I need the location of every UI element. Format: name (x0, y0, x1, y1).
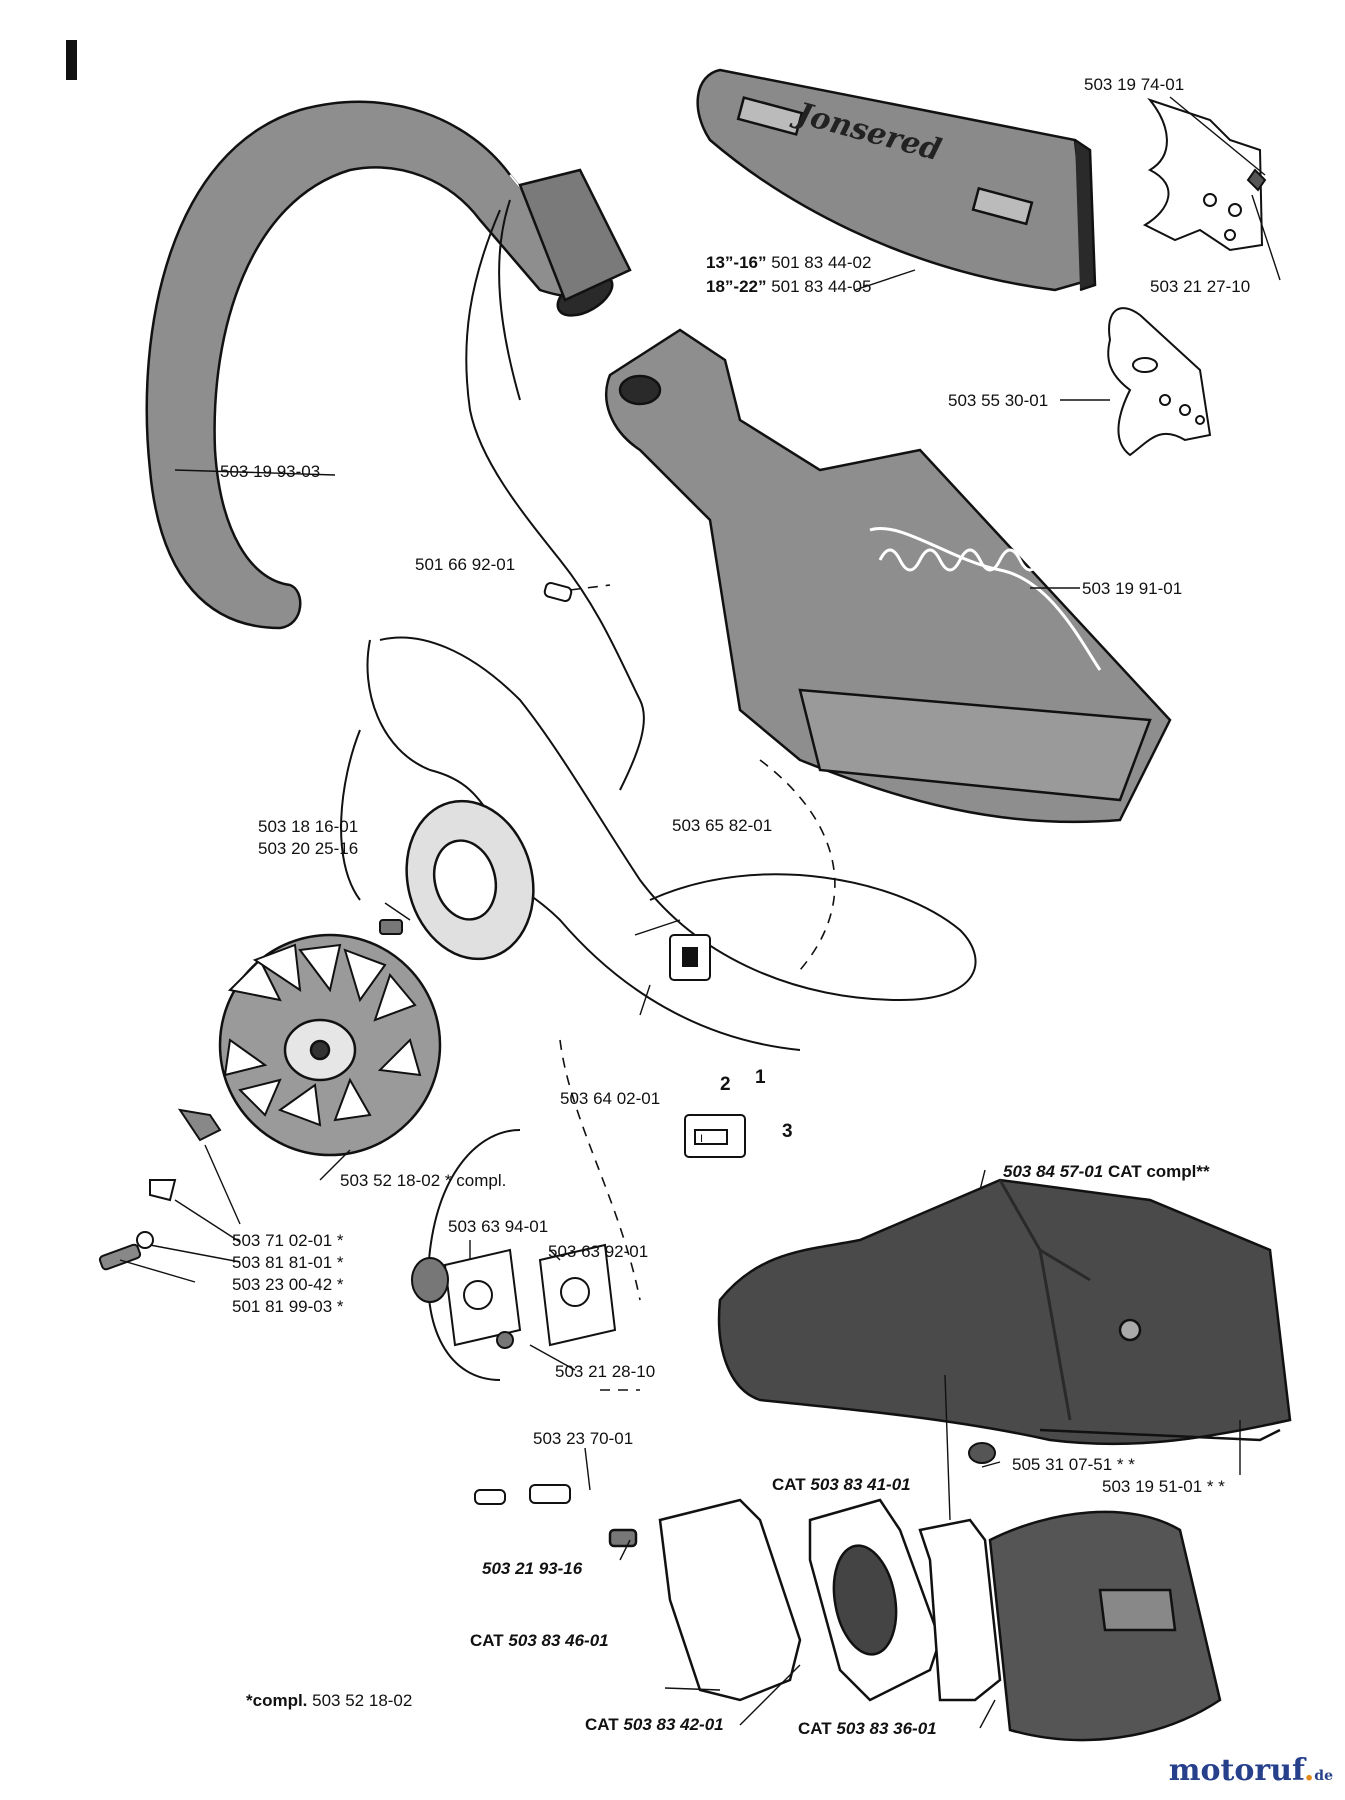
label-503-19-91-01: 503 19 91-01 (1082, 579, 1183, 598)
size-18-22: 18”-22” (706, 277, 767, 296)
label-guard-18-22: 18”-22” 501 83 44-05 (706, 278, 871, 295)
part-503-84-57-01: 503 84 57-01 (1003, 1162, 1104, 1181)
label-503-21-27-10: 503 21 27-10 (1150, 277, 1251, 296)
svg-text:I: I (700, 1133, 703, 1145)
label-guard-13-16: 13”-16” 501 83 44-02 (706, 254, 871, 271)
cat-prefix: CAT (772, 1475, 806, 1494)
footnote-compl-value: 503 52 18-02 (312, 1691, 413, 1710)
label-cat-503-83-42-01: CAT 503 83 42-01 (585, 1716, 724, 1733)
small-screw (379, 919, 403, 935)
cover-spacer (968, 1442, 996, 1464)
part-501-83-44-02: 501 83 44-02 (771, 253, 872, 272)
stop-switch (669, 934, 711, 981)
watermark-dot: . (1303, 1753, 1315, 1788)
label-503-21-28-10: 503 21 28-10 (555, 1362, 656, 1381)
label-503-21-93-16: 503 21 93-16 (482, 1559, 583, 1578)
cat-compl: CAT compl** (1107, 1162, 1210, 1181)
bumper-plate (1107, 307, 1212, 457)
footnote-compl: *compl. 503 52 18-02 (246, 1692, 412, 1709)
magnet-ring (405, 799, 535, 961)
front-handle (145, 100, 632, 630)
footnote-compl-prefix: *compl. (246, 1691, 308, 1710)
connector-sleeve (543, 581, 573, 603)
label-501-81-99-03: 501 81 99-03 * (232, 1297, 344, 1316)
part-503-83-41-01: 503 83 41-01 (810, 1475, 911, 1494)
size-13-16: 13”-16” (706, 253, 767, 272)
part-503-83-42-01: 503 83 42-01 (623, 1715, 724, 1734)
cat-prefix: CAT (470, 1631, 504, 1650)
label-503-18-16-01: 503 18 16-01 (258, 817, 359, 836)
label-505-31-07-51: 505 31 07-51 * * (1012, 1455, 1135, 1474)
cat-prefix: CAT (798, 1719, 832, 1738)
watermark-name: motoruf (1168, 1753, 1304, 1788)
part-503-83-36-01: 503 83 36-01 (836, 1719, 937, 1738)
label-503-19-74-01: 503 19 74-01 (1084, 75, 1185, 94)
ignition-gaskets (411, 1243, 617, 1505)
label-cat-503-83-46-01: CAT 503 83 46-01 (470, 1632, 609, 1649)
part-503-52-18-02: 503 52 18-02 * compl. (340, 1171, 507, 1190)
label-501-66-92-01: 501 66 92-01 (415, 555, 516, 574)
section-letter-marker (66, 40, 77, 80)
rear-handle-housing (605, 328, 1172, 824)
label-503-71-02-01: 503 71 02-01 * (232, 1231, 344, 1250)
flywheel (218, 933, 442, 1157)
terminal-number-1: 1 (755, 1067, 766, 1088)
label-503-19-93-03: 503 19 93-03 (220, 462, 321, 481)
cylinder-cover (717, 1178, 1292, 1446)
part-501-83-44-05: 501 83 44-05 (771, 277, 872, 296)
wiring-harness (340, 199, 977, 1381)
watermark-tld: de (1314, 1768, 1333, 1784)
terminal-number-2: 2 (720, 1074, 731, 1095)
label-503-20-25-16: 503 20 25-16 (258, 839, 359, 858)
chain-guard: Jonsered (696, 68, 1097, 292)
leader-lines (119, 96, 1281, 1729)
label-503-63-92-01: 503 63 92-01 (548, 1242, 649, 1261)
watermark: motoruf.de (1169, 1756, 1333, 1786)
label-503-23-70-01: 503 23 70-01 (533, 1429, 634, 1448)
label-503-52-18-02: 503 52 18-02 * compl. (340, 1172, 506, 1189)
small-fasteners (98, 1108, 222, 1271)
label-503-23-00-42: 503 23 00-42 * (232, 1275, 344, 1294)
label-503-55-30-01: 503 55 30-01 (948, 391, 1049, 410)
label-cover-compl: 503 84 57-01 CAT compl** (1003, 1163, 1210, 1180)
part-503-83-46-01: 503 83 46-01 (508, 1631, 609, 1650)
label-503-81-81-01: 503 81 81-01 * (232, 1253, 344, 1272)
label-503-63-94-01: 503 63 94-01 (448, 1217, 549, 1236)
label-cat-503-83-36-01: CAT 503 83 36-01 (798, 1720, 937, 1737)
cat-prefix: CAT (585, 1715, 619, 1734)
terminal-number-3: 3 (782, 1121, 793, 1142)
bumper-spike (1142, 97, 1267, 252)
label-503-19-51-01: 503 19 51-01 * * (1102, 1477, 1225, 1496)
short-circuit-switch: I (684, 1114, 746, 1158)
muffler-assembly (608, 1498, 1222, 1742)
label-503-64-02-01: 503 64 02-01 (560, 1089, 661, 1108)
label-cat-503-83-41-01: CAT 503 83 41-01 (772, 1476, 911, 1493)
label-503-65-82-01: 503 65 82-01 (672, 816, 773, 835)
